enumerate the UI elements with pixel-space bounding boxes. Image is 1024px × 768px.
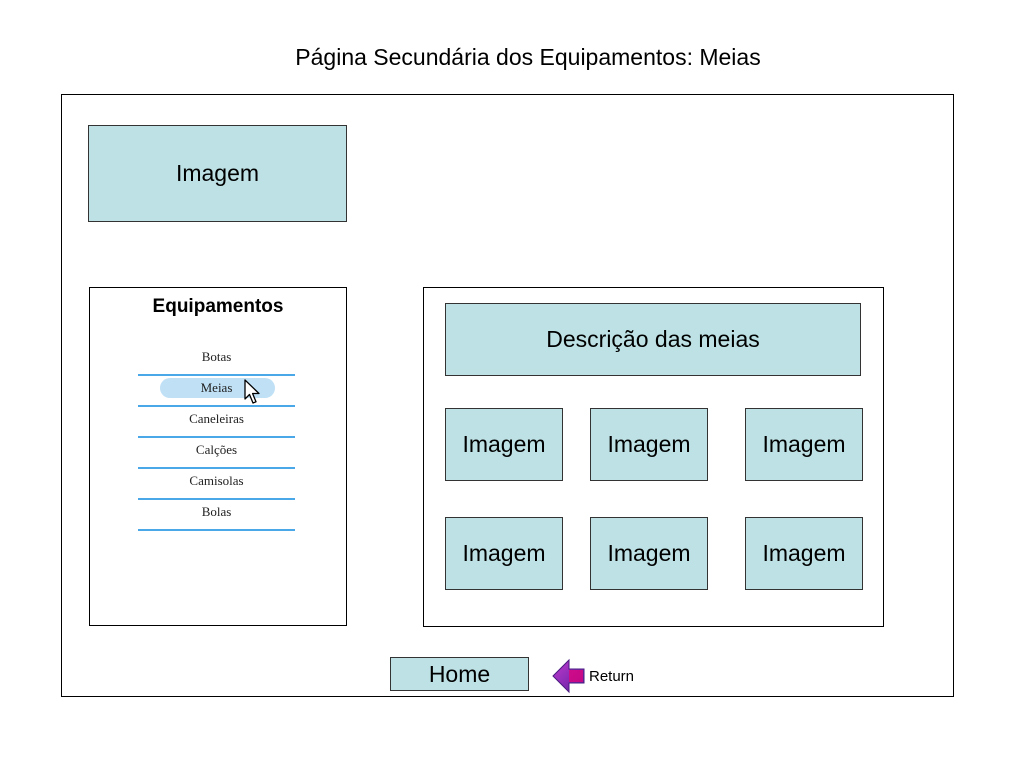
home-button-label: Home <box>428 660 491 687</box>
nav-title: Equipamentos <box>152 296 284 317</box>
arrow-left-icon <box>552 658 585 694</box>
nav-item-label: Camisolas <box>189 473 244 488</box>
nav-list: Botas Meias Caneleiras Calções Camisolas… <box>138 345 295 531</box>
nav-item-label: Bolas <box>201 504 232 519</box>
nav-item-botas[interactable]: Botas <box>138 345 295 376</box>
mouse-pointer-icon <box>244 379 260 404</box>
image-label: Imagem <box>462 540 546 566</box>
nav-item-label: Botas <box>201 349 232 364</box>
nav-item-camisolas[interactable]: Camisolas <box>138 469 295 500</box>
nav-item-bolas[interactable]: Bolas <box>138 500 295 531</box>
nav-item-caneleiras[interactable]: Caneleiras <box>138 407 295 438</box>
product-image-5[interactable]: Imagem <box>590 517 708 590</box>
page-title: Página Secundária dos Equipamentos: Meia… <box>295 44 761 70</box>
nav-item-label: Caneleiras <box>189 411 244 426</box>
nav-item-label: Meias <box>200 380 233 395</box>
home-button[interactable]: Home <box>390 657 529 691</box>
product-image-2[interactable]: Imagem <box>590 408 708 481</box>
hero-image-placeholder: Imagem <box>88 125 347 222</box>
image-label: Imagem <box>607 431 691 457</box>
product-image-4[interactable]: Imagem <box>445 517 563 590</box>
image-label: Imagem <box>762 540 846 566</box>
product-image-3[interactable]: Imagem <box>745 408 863 481</box>
equipment-nav-panel: Equipamentos Botas Meias Caneleiras Calç… <box>89 287 347 626</box>
wireframe-frame <box>61 94 954 697</box>
hero-image-label: Imagem <box>175 160 260 186</box>
nav-item-meias[interactable]: Meias <box>138 376 295 407</box>
image-label: Imagem <box>462 431 546 457</box>
description-box: Descrição das meias <box>445 303 861 376</box>
image-label: Imagem <box>762 431 846 457</box>
image-label: Imagem <box>607 540 691 566</box>
return-label: Return <box>589 667 635 685</box>
return-button[interactable]: Return <box>552 657 652 695</box>
product-image-1[interactable]: Imagem <box>445 408 563 481</box>
description-text: Descrição das meias <box>546 326 760 352</box>
nav-item-label: Calções <box>195 442 238 457</box>
product-image-6[interactable]: Imagem <box>745 517 863 590</box>
nav-item-calcoes[interactable]: Calções <box>138 438 295 469</box>
